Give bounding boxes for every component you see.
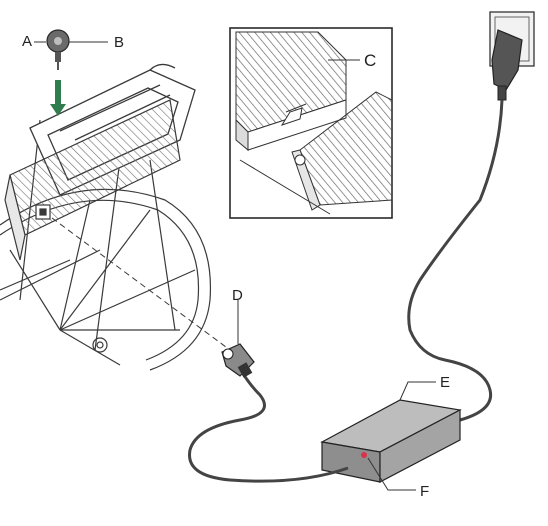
callout-f: F xyxy=(420,483,429,500)
callout-d: D xyxy=(232,287,243,304)
status-led xyxy=(361,452,367,458)
mains-cable xyxy=(407,99,504,422)
battery-key xyxy=(34,29,108,70)
wall-plug xyxy=(491,29,523,101)
charger-cable xyxy=(188,371,349,483)
callout-c: C xyxy=(364,51,376,70)
charger-unit xyxy=(320,399,462,483)
callout-e: E xyxy=(440,374,450,391)
battery-pack xyxy=(4,99,181,261)
callout-b: B xyxy=(114,34,124,51)
detail-inset xyxy=(229,27,393,219)
charging-plug xyxy=(221,343,255,378)
insert-arrow xyxy=(50,80,66,116)
callout-a: A xyxy=(22,33,32,50)
connection-guide-line xyxy=(51,217,231,351)
leader-lines xyxy=(237,300,436,491)
